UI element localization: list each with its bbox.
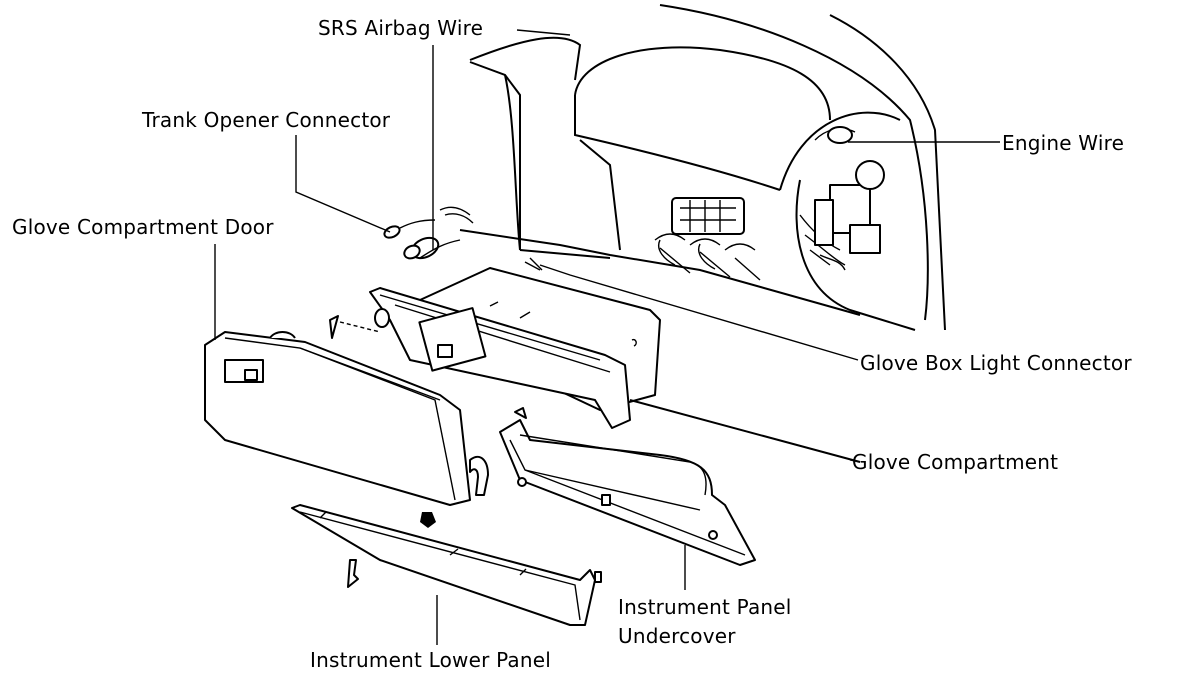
glove-compartment-door-part [204,331,489,506]
clip [420,512,436,528]
label-trank-opener-connector: Trank Opener Connector [142,108,391,132]
label-instrument-panel-undercover-line1: Instrument Panel [618,595,792,619]
screw [329,308,390,339]
label-srs-airbag-wire: SRS Airbag Wire [318,16,484,40]
label-instrument-panel-undercover-line2: Undercover [618,624,736,648]
screw-lower [347,559,359,588]
glove-compartment-part [369,267,861,463]
instrument-panel-undercover-part [499,407,756,566]
dashboard-body [459,4,946,331]
label-glove-box-light-connector: Glove Box Light Connector [860,351,1132,375]
srs-wire-and-connector [383,206,474,260]
instrument-lower-panel-part [291,504,602,626]
label-instrument-lower-panel: Instrument Lower Panel [310,648,552,672]
leader-lines [214,29,1000,645]
label-glove-compartment: Glove Compartment [852,450,1059,474]
label-glove-compartment-door: Glove Compartment Door [12,215,274,239]
label-engine-wire: Engine Wire [1002,131,1125,155]
